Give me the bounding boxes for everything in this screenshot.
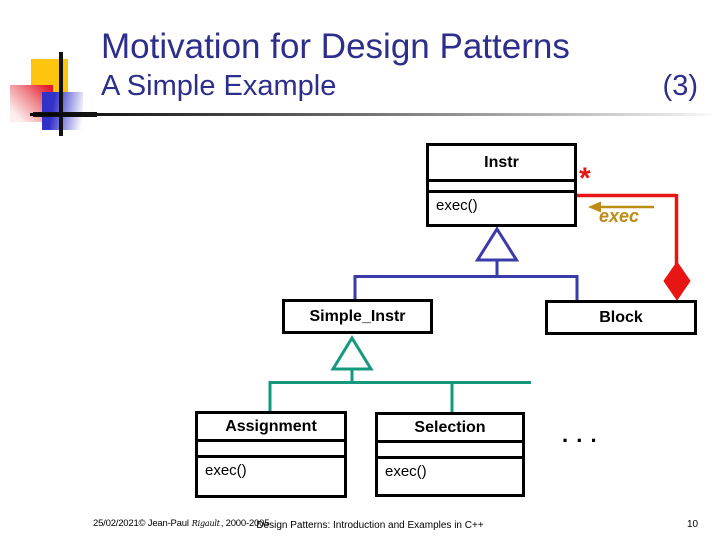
- title-underline: [30, 113, 712, 116]
- class-box-assignment: Assignment exec(): [195, 411, 347, 498]
- attributes-compartment: [378, 443, 522, 459]
- attributes-compartment: [429, 182, 574, 193]
- green-triangle-icon: [330, 335, 374, 371]
- method-label: exec(): [385, 463, 427, 480]
- footer-copyright-text: © Jean-Paul: [138, 518, 189, 529]
- class-name: Selection: [378, 415, 522, 443]
- class-box-simple-instr: Simple_Instr: [282, 299, 433, 334]
- method-label: exec(): [205, 462, 247, 479]
- multiplicity-star-label: *: [579, 162, 591, 195]
- blue-triangle-icon: [474, 226, 520, 262]
- method-label: exec(): [436, 197, 478, 214]
- class-box-instr: Instr exec(): [426, 143, 577, 227]
- red-diamond-icon: [663, 261, 691, 301]
- footer-page-number: 10: [687, 519, 699, 530]
- footer-date: 25/02/2021: [93, 518, 139, 529]
- class-name: Assignment: [198, 414, 344, 442]
- class-box-selection: Selection exec(): [375, 412, 525, 497]
- exec-association-label: exec: [599, 206, 640, 226]
- slide-part-marker: (3): [662, 70, 698, 102]
- footer-years: , 2000-2005: [220, 518, 270, 529]
- slide-title: Motivation for Design Patterns: [101, 27, 570, 66]
- slide-subtitle-row: A Simple Example (3): [101, 70, 698, 103]
- footer-course-title: Design Patterns: Introduction and Exampl…: [256, 520, 484, 531]
- blue-inheritance-connector: [353, 226, 579, 300]
- class-name: Instr: [429, 146, 574, 182]
- class-box-block: Block: [545, 300, 697, 335]
- green-inheritance-connector: [268, 335, 531, 412]
- footer-author-name: Rigault: [191, 519, 220, 528]
- more-subclasses-ellipsis: . . .: [562, 422, 598, 447]
- attributes-compartment: [198, 442, 344, 458]
- slide-subtitle: A Simple Example: [101, 70, 337, 102]
- decoration-vertical-line: [59, 52, 63, 136]
